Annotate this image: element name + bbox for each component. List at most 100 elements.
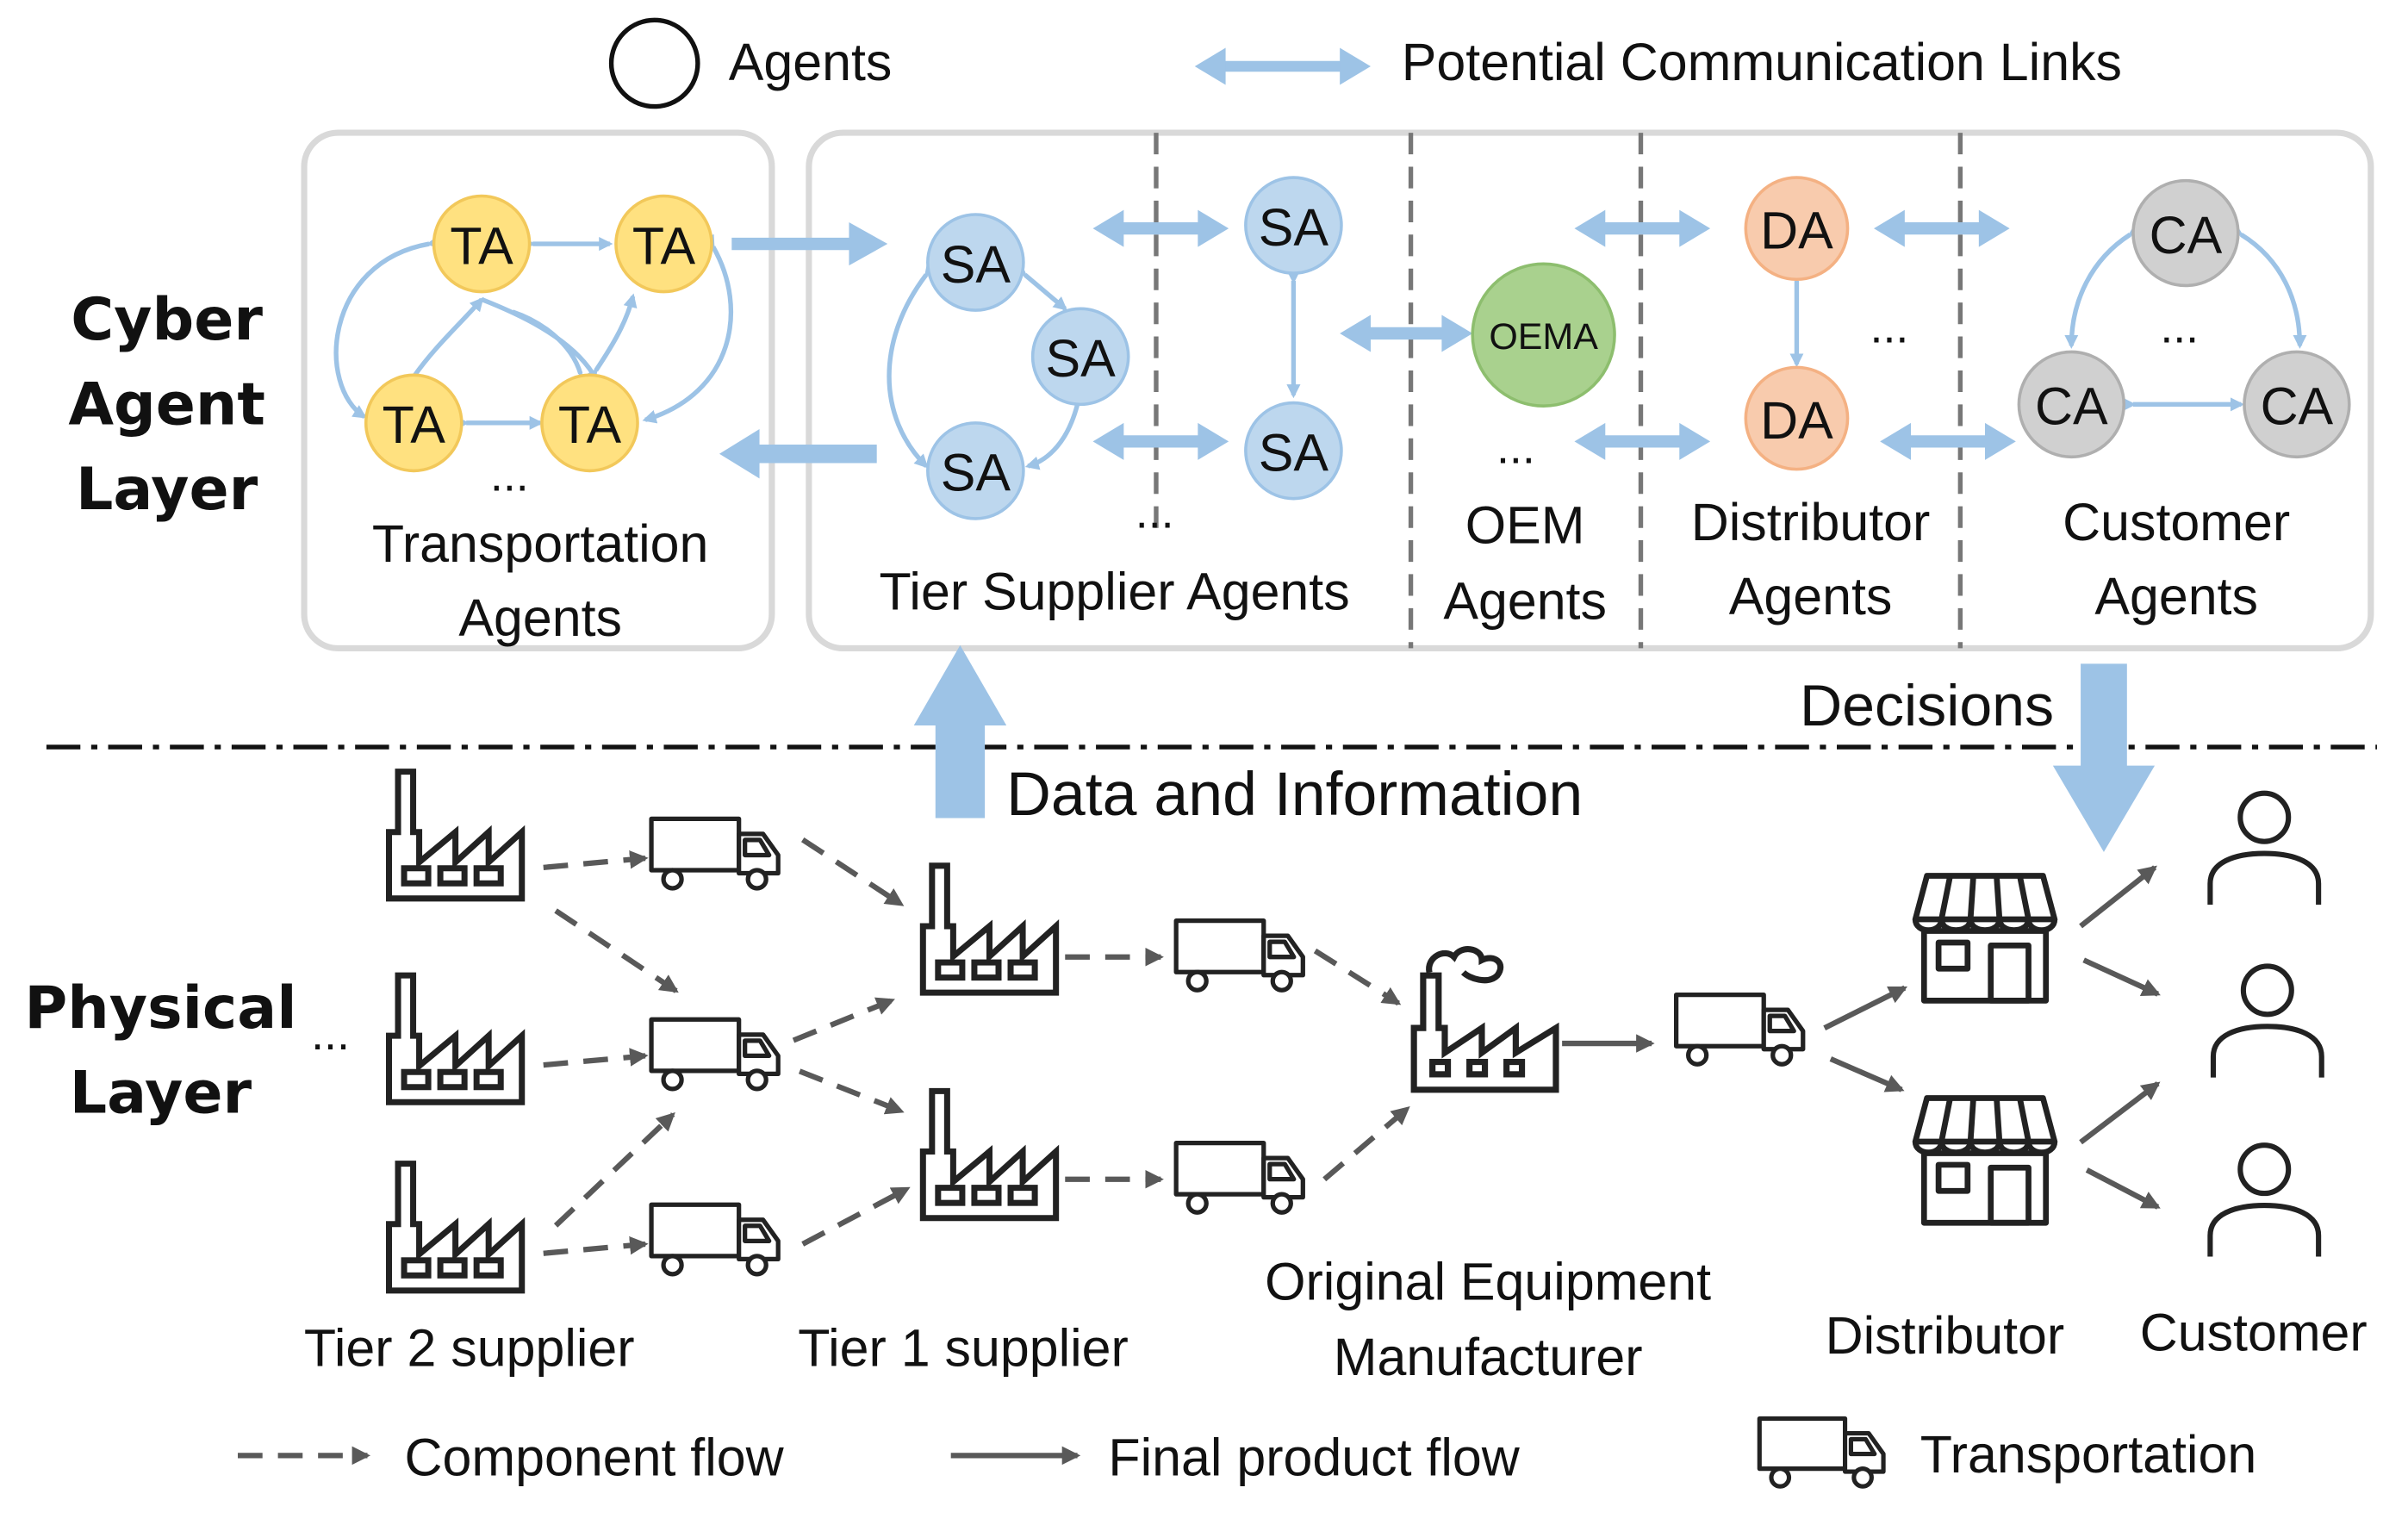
distributor-customer-link-arrow-top — [1874, 209, 2010, 247]
sa-node: SA — [1030, 307, 1130, 407]
oem-factory-icon — [1414, 949, 1556, 1090]
supplier-ellipsis: ... — [1136, 487, 1174, 538]
svg-text:Agents: Agents — [1729, 567, 1893, 626]
oem-distributor-link-arrow-top — [1574, 209, 1711, 247]
transport-group-label: Transportation Agents — [372, 514, 708, 647]
svg-text:Agents: Agents — [2094, 567, 2258, 626]
store-icon — [1915, 875, 2055, 1000]
svg-text:DA: DA — [1760, 201, 1833, 259]
truck-icon — [1176, 921, 1303, 991]
ta-node: TA — [432, 194, 532, 294]
customer-ellipsis: ... — [2160, 302, 2199, 353]
distributor-ellipsis: ... — [1870, 302, 1909, 353]
supplier-link-arrow-top — [1092, 209, 1229, 247]
distributor-customer-link-arrow-bottom — [1880, 422, 2016, 460]
tier1-factory-icon — [923, 866, 1055, 993]
final-product-flow-label: Final product flow — [1108, 1429, 1520, 1487]
bidirectional-link-legend-icon — [1194, 47, 1371, 85]
tier1-label: Tier 1 supplier — [798, 1318, 1129, 1377]
tier2-factory-icon — [389, 1164, 522, 1291]
sa-node: SA — [1244, 176, 1343, 275]
svg-text:Agents: Agents — [458, 588, 622, 647]
distributor-group-label: Distributor Agents — [1691, 493, 1931, 626]
sa-node: SA — [1244, 401, 1343, 501]
svg-text:CA: CA — [2261, 377, 2334, 436]
svg-text:TA: TA — [450, 216, 513, 275]
svg-text:SA: SA — [941, 444, 1011, 502]
supplier-oem-link-arrow — [1340, 314, 1473, 352]
oem-group-label: OEM Agents — [1443, 496, 1607, 631]
cyber-layer-label: Cyber Agent Layer — [68, 286, 265, 524]
tier2-factory-icon — [389, 772, 522, 899]
svg-text:TA: TA — [383, 395, 446, 454]
svg-text:SA: SA — [941, 235, 1011, 294]
sa-node: SA — [926, 421, 1025, 520]
svg-text:Customer: Customer — [2063, 493, 2290, 551]
svg-text:SA: SA — [1259, 198, 1329, 257]
tier2-factory-icon — [389, 975, 522, 1102]
svg-text:Layer: Layer — [76, 456, 258, 524]
customer-label: Customer — [2140, 1304, 2368, 1362]
svg-text:TA: TA — [558, 395, 622, 454]
ca-node: CA — [2243, 350, 2351, 459]
svg-text:Manufacturer: Manufacturer — [1334, 1328, 1643, 1386]
truck-icon — [651, 819, 778, 888]
customer-group-label: Customer Agents — [2063, 493, 2290, 626]
truck-icon — [651, 1204, 778, 1274]
svg-text:DA: DA — [1760, 391, 1833, 450]
data-up-arrow — [913, 644, 1007, 819]
svg-text:CA: CA — [2035, 377, 2108, 436]
truck-icon — [1677, 995, 1803, 1065]
truck-icon — [651, 1019, 778, 1089]
tier2-ellipsis: ... — [311, 1008, 350, 1060]
ta-node: TA — [364, 373, 464, 473]
oem-label: Original Equipment Manufacturer — [1265, 1252, 1711, 1386]
sa-node: SA — [926, 213, 1025, 312]
supplier-links — [887, 262, 1301, 470]
svg-text:Agents: Agents — [1443, 571, 1607, 630]
svg-text:SA: SA — [1259, 423, 1329, 482]
svg-text:CA: CA — [2150, 206, 2223, 265]
agent-legend-icon — [608, 17, 700, 109]
links-legend-label: Potential Communication Links — [1402, 33, 2122, 91]
svg-text:OEM: OEM — [1465, 496, 1585, 555]
data-info-label: Data and Information — [1006, 760, 1583, 829]
component-flow-label: Component flow — [405, 1429, 785, 1487]
ca-node: CA — [2017, 350, 2126, 459]
tier1-factory-icon — [923, 1091, 1055, 1217]
transport-ellipsis: ... — [490, 450, 529, 501]
supplier-group-label: Tier Supplier Agents — [879, 563, 1349, 621]
store-icon — [1915, 1098, 2055, 1223]
decisions-down-arrow — [2052, 663, 2156, 852]
svg-text:Original Equipment: Original Equipment — [1265, 1252, 1711, 1310]
svg-text:Distributor: Distributor — [1691, 493, 1931, 551]
transport-links — [333, 233, 734, 430]
ta-node: TA — [540, 373, 639, 473]
ta-node: TA — [614, 194, 713, 294]
da-node: DA — [1744, 365, 1850, 471]
component-flow-arrows — [543, 837, 1410, 1256]
transport-to-supplier-arrow — [731, 221, 888, 266]
distributor-label: Distributor — [1826, 1306, 2065, 1365]
customer-person-icon — [2213, 966, 2322, 1077]
group-dividers — [1154, 133, 1963, 649]
final-product-flow-arrows — [1562, 865, 2161, 1210]
legend-bottom: Component flow Final product flow Transp… — [238, 1418, 2256, 1486]
ca-node: CA — [2131, 178, 2240, 288]
legend-top: Agents Potential Communication Links — [608, 17, 2122, 109]
svg-text:Transportation: Transportation — [372, 514, 708, 573]
transportation-legend-label: Transportation — [1920, 1425, 2256, 1484]
physical-layer-label: Physical Layer — [24, 974, 296, 1128]
supplier-link-arrow-bottom — [1092, 422, 1229, 460]
oem-distributor-link-arrow-bottom — [1574, 422, 1711, 460]
truck-icon — [1176, 1143, 1303, 1213]
svg-text:Agent: Agent — [68, 371, 265, 439]
customer-links — [2064, 222, 2307, 412]
decisions-label: Decisions — [1800, 673, 2054, 738]
transportation-legend-icon — [1759, 1418, 1883, 1486]
svg-text:Cyber: Cyber — [71, 286, 263, 354]
svg-text:OEMA: OEMA — [1489, 316, 1598, 358]
svg-text:SA: SA — [1046, 329, 1117, 388]
svg-text:Layer: Layer — [70, 1060, 252, 1128]
oem-ellipsis: ... — [1496, 421, 1535, 473]
